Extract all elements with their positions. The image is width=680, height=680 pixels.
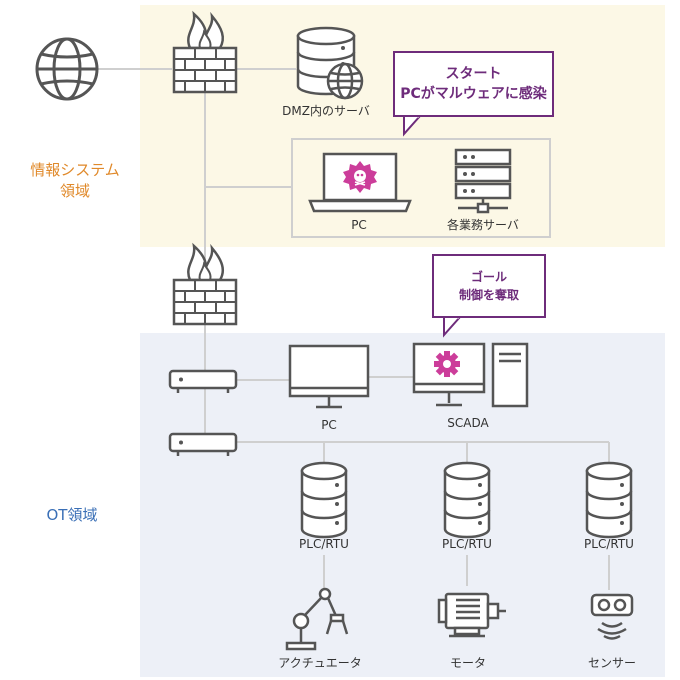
firewall-top-icon [172,10,238,94]
malware-icon [343,161,377,193]
plc-1-label: PLC/RTU [299,537,349,551]
robot-arm-icon [285,587,349,651]
plc-3-icon [585,461,633,539]
motor-label: モータ [449,656,487,670]
motor-icon [437,592,506,638]
business-server-icon [454,148,512,214]
dmz-server-icon [296,26,364,100]
start-callout: スタート PCがマルウェアに感染 [393,51,554,117]
connection-lines [95,68,610,590]
ot-zone-label: OT領域 [46,506,98,524]
scada-workstation-icon [412,342,529,408]
sensor-icon [590,593,634,640]
plc-2-icon [443,461,491,539]
scada-label: SCADA [447,416,489,430]
dmz-server-label: DMZ内のサーバ [282,104,370,118]
plc-2-label: PLC/RTU [442,537,492,551]
goal-callout: ゴール 制御を奪取 [432,254,546,318]
actuator-label: アクチュエータ [278,656,362,670]
ot-pc-monitor-icon [288,344,370,409]
sensor-label: センサー [587,656,637,670]
infected-laptop-icon [308,152,412,213]
gear-malware-icon [434,351,460,377]
switch-lower-icon [168,432,238,456]
it-pc-label: PC [351,218,367,232]
firewall-middle-icon [172,242,238,326]
plc-1-icon [300,461,348,539]
internet-globe-icon [35,37,99,101]
it-zone-label: 情報システム 領域 [30,161,120,200]
switch-upper-icon [168,369,238,393]
plc-3-label: PLC/RTU [584,537,634,551]
business-server-label: 各業務サーバ [447,218,519,232]
ot-pc-label: PC [321,418,337,432]
